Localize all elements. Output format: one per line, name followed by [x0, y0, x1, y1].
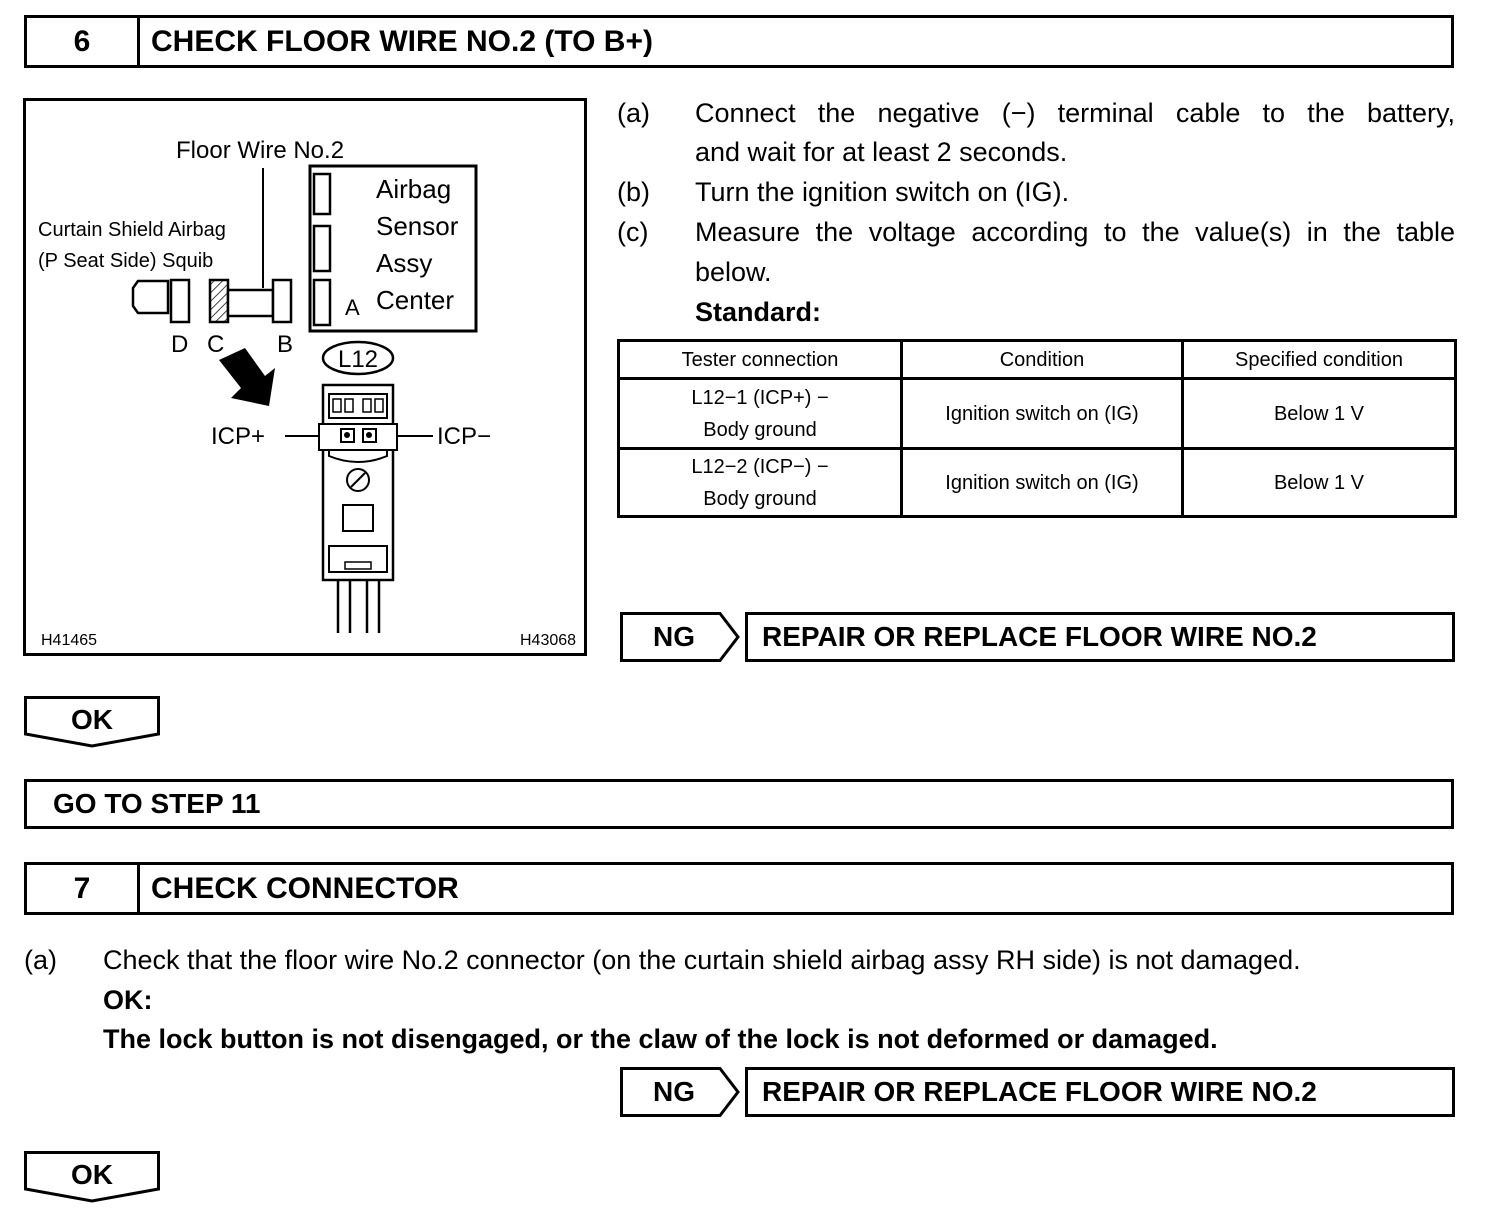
spec-cell: Below 1 V	[1181, 377, 1457, 450]
table-row: L12−1 (ICP+) − Body ground Ignition switc…	[617, 377, 1457, 450]
ng-label: NG	[653, 621, 695, 652]
ng-tag-step7[interactable]: NG	[620, 1067, 740, 1117]
tester-connection-2: Body ground	[703, 487, 817, 510]
tester-connection: L12−2 (ICP−) −	[691, 455, 829, 478]
step-number: 7	[27, 865, 140, 912]
instruction-a-label: (a)	[617, 98, 650, 128]
ok-tag-step7[interactable]: OK	[24, 1151, 160, 1203]
sensor-line-3: Assy	[376, 248, 432, 278]
pin-c: C	[207, 331, 224, 358]
icp-minus: ICP−	[437, 423, 491, 450]
ng-tag-step6[interactable]: NG	[620, 612, 740, 662]
ng-arrow-shape	[620, 612, 740, 662]
ok-label: OK	[71, 704, 113, 735]
label-floor-wire: Floor Wire No.2	[176, 137, 344, 164]
goto-step-box[interactable]: GO TO STEP 11	[24, 779, 1454, 829]
tester-connection-2: Body ground	[703, 418, 817, 441]
table-header-row: Tester connection Condition Specified co…	[617, 339, 1457, 380]
instruction-b-text: Turn the ignition switch on (IG).	[695, 177, 1070, 207]
label-curtain-2: (P Seat Side) Squib	[38, 250, 213, 272]
ng-action-step6: REPAIR OR REPLACE FLOOR WIRE NO.2	[745, 612, 1455, 662]
ok-label: OK	[71, 1159, 113, 1190]
pin-d: D	[171, 331, 188, 358]
arrow-icon	[219, 348, 275, 406]
ok-tag-step6[interactable]: OK	[24, 696, 160, 748]
connector-label: L12	[338, 346, 378, 373]
ng-arrow-shape	[620, 1067, 740, 1117]
step-number: 6	[27, 18, 140, 65]
icp-plus: ICP+	[211, 423, 265, 450]
wiring-diagram: Floor Wire No.2 Curtain Shield Airbag (P…	[23, 98, 587, 656]
airbag-sensor-box	[308, 164, 478, 333]
sensor-line-4: Center	[376, 285, 454, 315]
step-title: CHECK CONNECTOR	[151, 871, 459, 905]
step7-ok-text: The lock button is not disengaged, or th…	[103, 1024, 1218, 1054]
step7-text: Check that the floor wire No.2 connector…	[103, 945, 1301, 975]
instruction-c-label: (c)	[617, 217, 649, 247]
instruction-a-text-2: and wait for at least 2 seconds.	[695, 137, 1068, 167]
header-tester: Tester connection	[617, 339, 903, 380]
sensor-line-1: Airbag	[376, 174, 451, 204]
table-row: L12−2 (ICP−) − Body ground Ignition switc…	[617, 447, 1457, 518]
tester-connection: L12−1 (ICP+) −	[691, 386, 829, 409]
ng-label: NG	[653, 1076, 695, 1107]
figure-code-left: H41465	[41, 632, 97, 649]
instruction-a-text-1: Connect the negative (−) terminal cable …	[695, 98, 1455, 128]
step7-ok-heading: OK:	[103, 985, 153, 1015]
condition-cell: Ignition switch on (IG)	[900, 447, 1184, 518]
condition-cell: Ignition switch on (IG)	[900, 377, 1184, 450]
instruction-b-label: (b)	[617, 177, 650, 207]
ng-action-step7: REPAIR OR REPLACE FLOOR WIRE NO.2	[745, 1067, 1455, 1117]
pin-a: A	[345, 295, 360, 320]
instruction-c-text-1: Measure the voltage according to the val…	[695, 217, 1455, 247]
spec-cell: Below 1 V	[1181, 447, 1457, 518]
ok-arrow-shape	[24, 1151, 160, 1203]
instruction-c-text-2: below.	[695, 257, 772, 287]
step-title: CHECK FLOOR WIRE NO.2 (TO B+)	[151, 24, 653, 58]
step-6-header: 6 CHECK FLOOR WIRE NO.2 (TO B+)	[24, 15, 1454, 68]
spec-table: Tester connection Condition Specified co…	[617, 339, 1457, 518]
step-7-header: 7 CHECK CONNECTOR	[24, 862, 1454, 915]
figure-code-right: H43068	[520, 632, 576, 649]
standard-label: Standard:	[695, 297, 822, 327]
label-curtain-1: Curtain Shield Airbag	[38, 219, 226, 241]
header-spec: Specified condition	[1181, 339, 1457, 380]
ok-arrow-shape	[24, 696, 160, 748]
step7-label-a: (a)	[24, 945, 57, 975]
header-condition: Condition	[900, 339, 1184, 380]
pin-b: B	[277, 331, 293, 358]
sensor-line-2: Sensor	[376, 211, 459, 241]
